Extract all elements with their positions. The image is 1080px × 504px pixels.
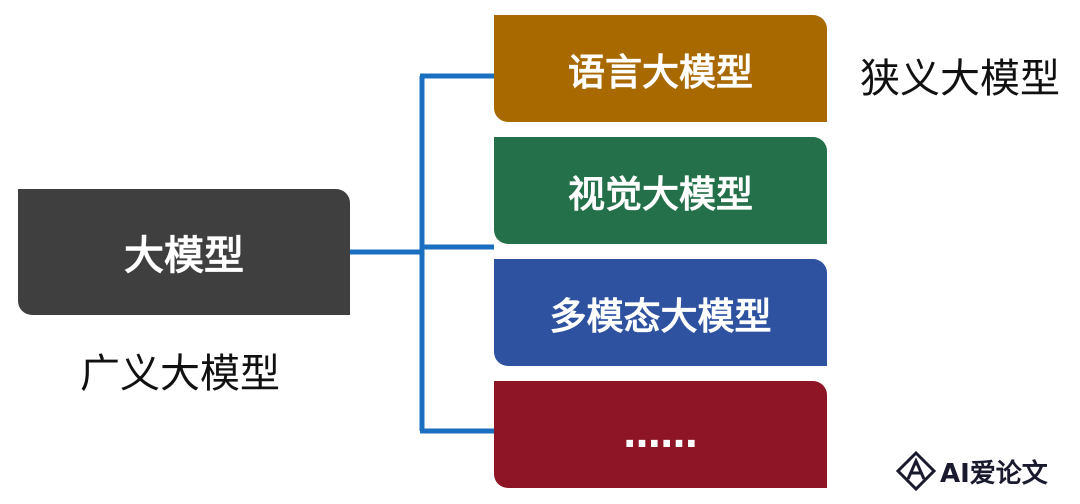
root-node: 大模型: [18, 189, 350, 315]
child-node-label: 多模态大模型: [549, 294, 772, 338]
broad-label: 广义大模型: [80, 351, 280, 397]
child-node-vision: 视觉大模型: [494, 137, 827, 244]
child-node-label: 视觉大模型: [568, 172, 753, 216]
brand-logo: AI爱论文: [896, 450, 1048, 492]
root-node-label: 大模型: [124, 233, 244, 279]
ai-logo-icon: [896, 451, 936, 491]
brand-text: AI爱论文: [940, 458, 1048, 489]
narrow-label: 狭义大模型: [860, 56, 1060, 102]
child-node-multimodal: 多模态大模型: [494, 259, 827, 366]
child-node-more: ……: [494, 381, 827, 488]
child-node-label: ……: [623, 413, 698, 456]
child-node-language: 语言大模型: [494, 15, 827, 122]
child-node-label: 语言大模型: [568, 50, 753, 94]
